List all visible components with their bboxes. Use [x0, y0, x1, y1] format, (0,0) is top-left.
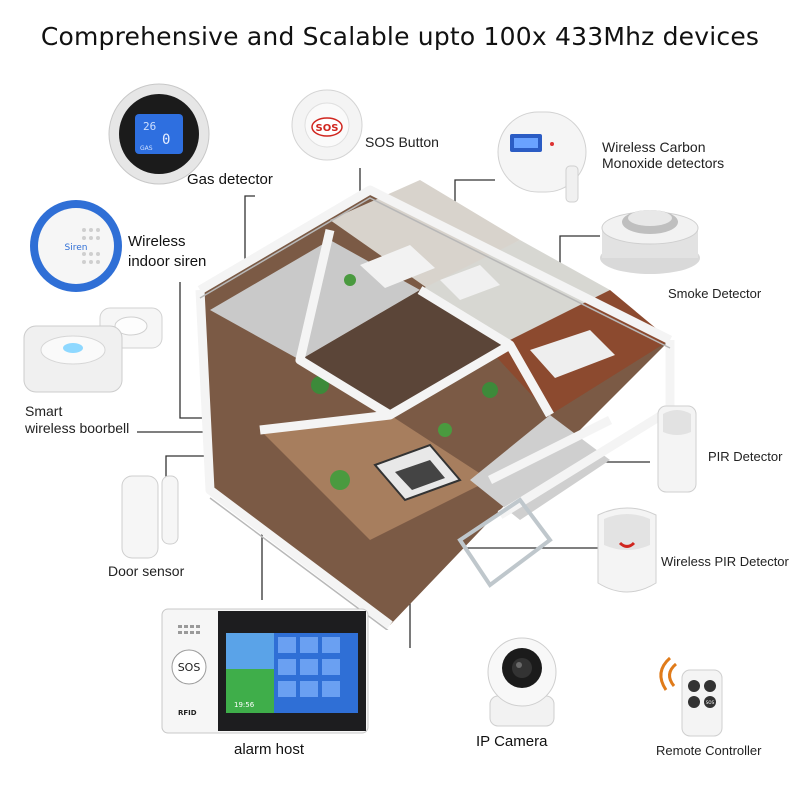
wireless-pir-icon [597, 507, 657, 593]
door-sensor-icon [121, 475, 179, 559]
ip-camera-icon [487, 637, 557, 727]
pir-sensor-icon [657, 405, 697, 493]
remote-controller-label: Remote Controller [656, 743, 762, 758]
siren-label-line1: Wireless [128, 233, 186, 250]
ip-camera-label: IP Camera [476, 733, 548, 750]
smoke-detector-label: Smoke Detector [668, 286, 762, 301]
co-detector-icon [497, 111, 587, 203]
alarm-host-sos-text: SOS [178, 661, 201, 674]
co-detector-label-line1: Wireless Carbon [602, 139, 706, 155]
alarm-host-screen-time: 19:56 [234, 701, 255, 709]
doorbell-label-line1: Smart [25, 403, 63, 419]
door-sensor-label: Door sensor [108, 563, 185, 579]
house-floorplan-icon [195, 180, 675, 630]
gas-detector-icon: 26 0 GAS [108, 83, 210, 185]
wireless-pir-label: Wireless PIR Detector [661, 554, 789, 569]
gas-display-top: 26 [143, 120, 156, 133]
alarm-host-icon: 19:56 SOS RFID [161, 608, 369, 734]
smoke-detector-icon [600, 210, 700, 274]
siren-label-line2: indoor siren [128, 253, 207, 270]
sos-button-icon: SOS [291, 89, 363, 161]
remote-sos-text: SOS [706, 700, 715, 705]
gas-unit-label: GAS [140, 145, 153, 152]
co-detector-label-line2: Monoxide detectors [602, 155, 725, 171]
page-title: Comprehensive and Scalable upto 100x 433… [40, 22, 760, 51]
doorbell-label-line2: wireless boorbell [25, 420, 130, 436]
sos-button-label: SOS Button [365, 134, 439, 150]
siren-icon: Siren [30, 200, 122, 292]
sos-button-text: SOS [316, 123, 339, 134]
pir-detector-label: PIR Detector [708, 449, 783, 464]
alarm-host-label: alarm host [234, 741, 305, 758]
doorbell-icon [23, 307, 163, 393]
wire-gas-detector [244, 195, 255, 275]
gas-display-bottom: 0 [162, 132, 170, 148]
alarm-host-rfid-text: RFID [178, 709, 197, 717]
remote-control-icon: SOS [659, 656, 723, 737]
gas-detector-label: Gas detector [187, 171, 273, 188]
siren-body-text: Siren [65, 243, 88, 253]
